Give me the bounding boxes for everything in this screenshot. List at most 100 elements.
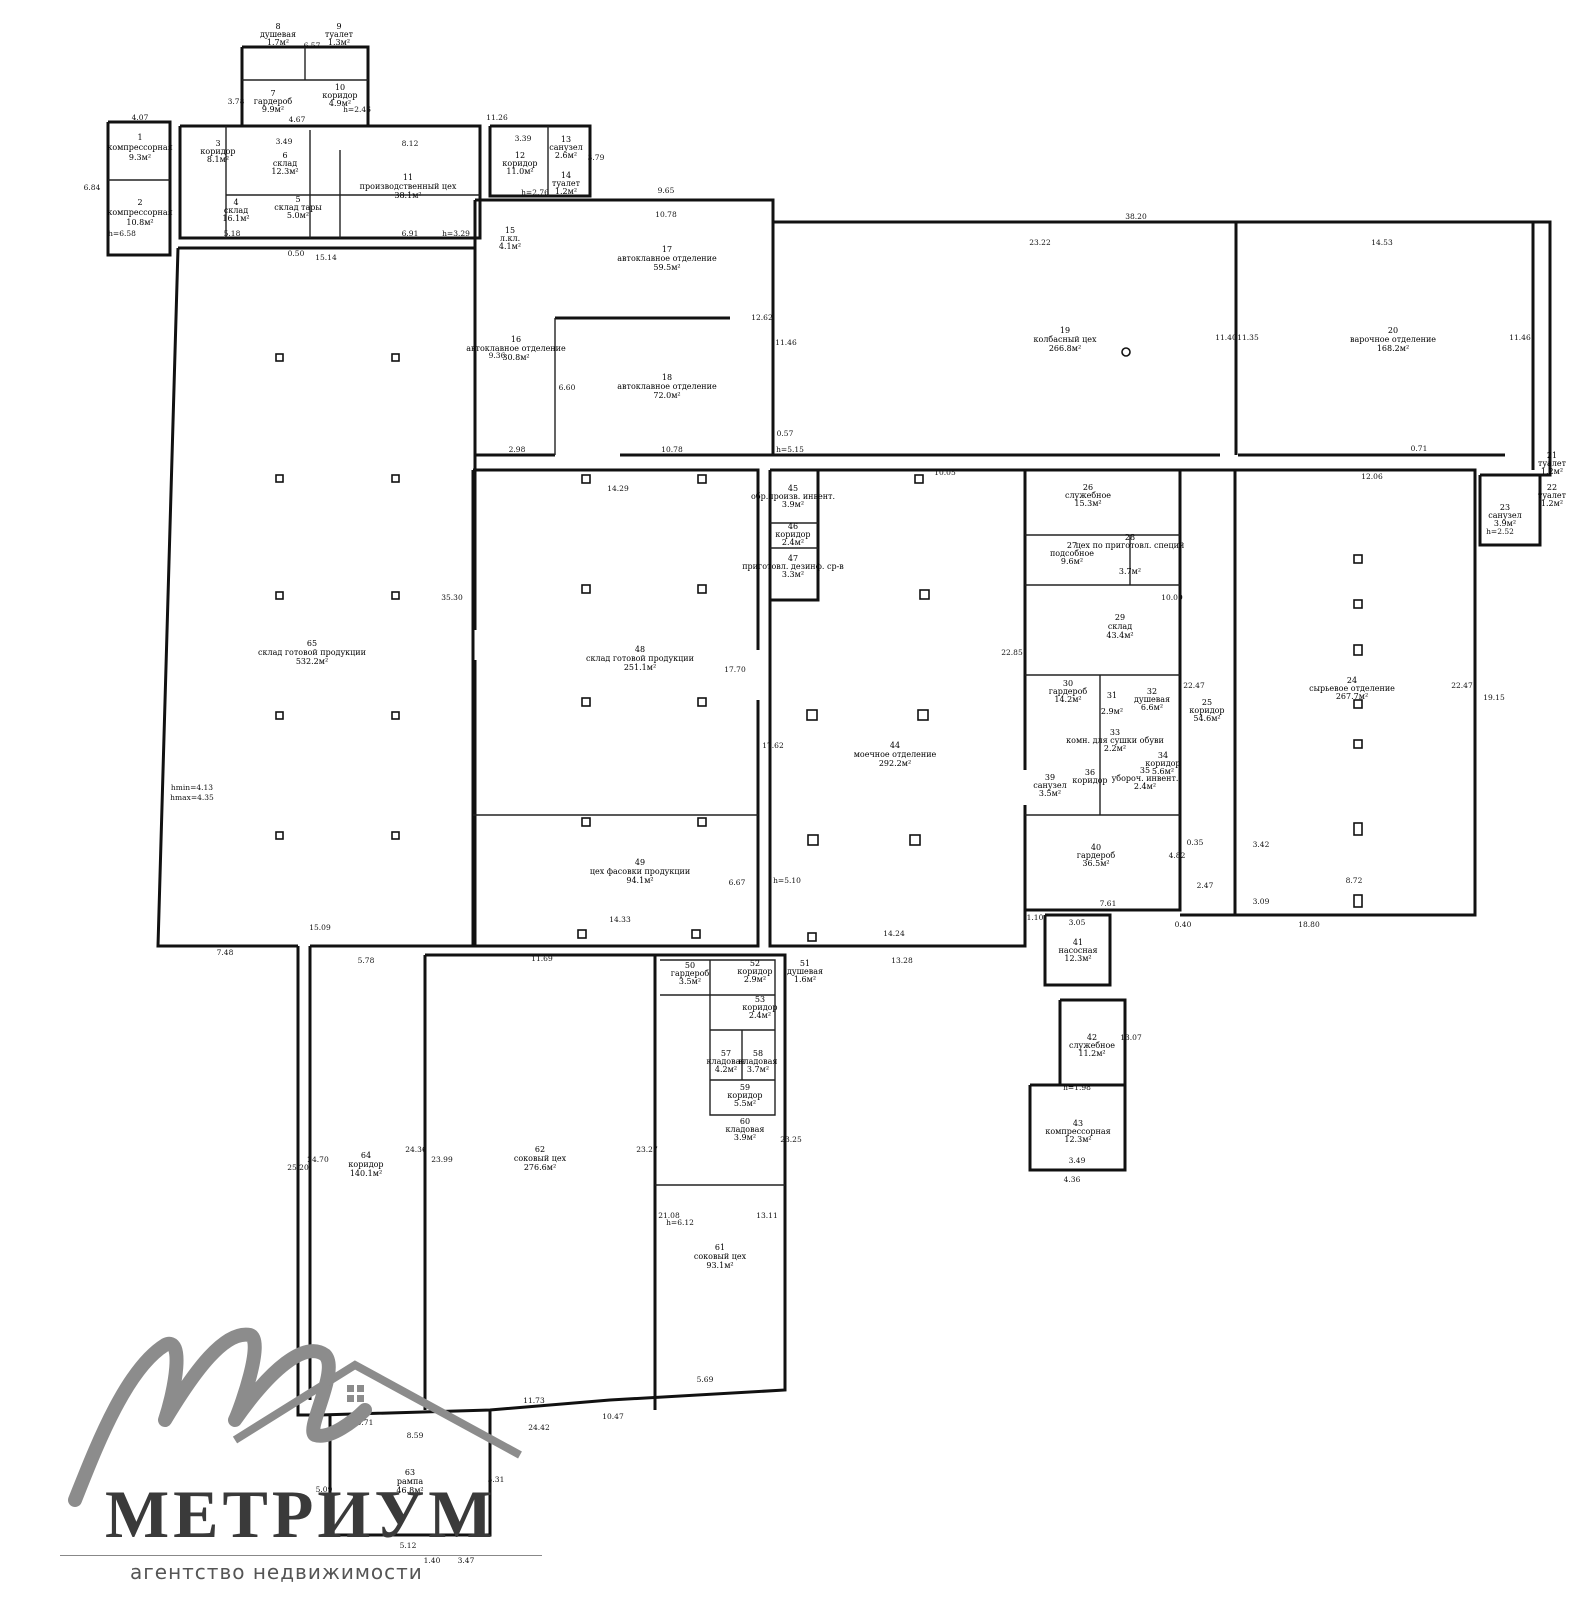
room-label: 94.1м²	[626, 876, 653, 885]
room-label: 49	[635, 858, 645, 867]
room-label: автоклавное отделение	[466, 344, 566, 353]
room-label: склад	[1108, 622, 1132, 631]
room-label: служебное	[1065, 491, 1111, 500]
dimension-label: 5.31	[488, 1475, 505, 1484]
dimension-label: 3.49	[1069, 1156, 1086, 1165]
room-label: 41	[1073, 938, 1083, 947]
room-label: 2.4м²	[782, 538, 804, 547]
room-label: 16	[511, 335, 521, 344]
dimension-label: 8.59	[407, 1431, 424, 1440]
room-label: склад тары	[274, 203, 322, 212]
room-label: 5	[295, 195, 300, 204]
room-label: 63	[405, 1468, 415, 1477]
room-label: 5.6м²	[1152, 767, 1174, 776]
room-label: 32	[1147, 687, 1157, 696]
room-label: гардероб	[671, 969, 710, 978]
room-label: 48	[635, 645, 645, 654]
room-label: 45	[788, 484, 798, 493]
room-label: 8.1м²	[207, 155, 229, 164]
room-label: 30	[1063, 679, 1073, 688]
room-label: санузел	[549, 143, 582, 152]
height-label: h=2.46	[343, 105, 371, 114]
room-label: 532.2м²	[296, 657, 328, 666]
room-label: коридор	[502, 159, 537, 168]
room-label: душевая	[1134, 695, 1170, 704]
dimension-label: 14.29	[607, 484, 629, 493]
dimension-label: 9.36	[489, 351, 506, 360]
room-label: кладовая	[739, 1057, 778, 1066]
dimension-label: 0.50	[288, 249, 305, 258]
dimension-label: 4.07	[132, 113, 149, 122]
dimension-label: 9.65	[658, 186, 675, 195]
room-label: 60	[740, 1117, 750, 1126]
room-label: 2.9м²	[744, 975, 766, 984]
room-label: 9.3м²	[129, 153, 151, 162]
brand-name: МЕТРИУМ	[105, 1476, 497, 1552]
height-label: h=6.12	[666, 1218, 694, 1227]
room-label: 57	[721, 1049, 731, 1058]
dimension-label: 22.47	[1451, 681, 1473, 690]
dimension-label: 22.47	[1183, 681, 1205, 690]
room-label: цех фасовки продукции	[590, 867, 690, 876]
dimension-label: 3.78	[228, 97, 245, 106]
room-label: санузел	[1488, 511, 1521, 520]
dimensions: 4.07 6.57 3.78 3.49 4.67 8.12 11.26 3.39…	[84, 41, 1531, 1565]
room-label: убороч. инвент.	[1112, 774, 1179, 783]
room-label: 140.1м²	[350, 1169, 382, 1178]
room-label: 12.3м²	[271, 167, 298, 176]
room-label: коридор	[322, 91, 357, 100]
room-label: 17	[662, 245, 672, 254]
room-label: 28	[1125, 533, 1135, 542]
dimension-label: 23.27	[636, 1145, 658, 1154]
room-label: 1.3м²	[328, 38, 350, 47]
room-label: 29	[1115, 613, 1125, 622]
room-label: 54.6м²	[1193, 714, 1220, 723]
room-label: 20	[1388, 326, 1398, 335]
room-label: 2.9м²	[1101, 707, 1123, 716]
room-label: 267.7м²	[1336, 692, 1368, 701]
height-label: h=2.52	[1486, 527, 1514, 536]
room-label: 35	[1140, 766, 1150, 775]
room-labels: 1 компрессорная 9.3м² 2 компрессорная 10…	[107, 22, 1566, 1495]
room-label: 4.2м²	[715, 1065, 737, 1074]
dimension-label: 5.71	[357, 1418, 374, 1427]
room-label: коридор	[1145, 759, 1180, 768]
room-label: 14	[561, 171, 571, 180]
dimension-label: 4.82	[1169, 851, 1186, 860]
room-label: 7	[270, 89, 275, 98]
room-label: 61	[715, 1243, 725, 1252]
room-label: моечное отделение	[854, 750, 937, 759]
room-label: 8	[275, 22, 280, 31]
brand-divider	[60, 1555, 542, 1556]
room-label: 1.7м²	[267, 38, 289, 47]
room-label: 15.3м²	[1074, 499, 1101, 508]
room-label: 4	[233, 198, 238, 207]
dimension-label: 0.35	[1187, 838, 1204, 847]
room-label: 26	[1083, 483, 1093, 492]
room-label: 40	[1091, 843, 1101, 852]
dimension-label: 0.71	[1411, 444, 1428, 453]
room-label: душевая	[260, 30, 296, 39]
room-label: 25	[1202, 698, 1212, 707]
dimension-label: 11.35	[1237, 333, 1259, 342]
room-label: 9.6м²	[1061, 557, 1083, 566]
room-label: 3.9м²	[1494, 519, 1516, 528]
room-label: 5.5м²	[734, 1099, 756, 1108]
dimension-label: 15.14	[315, 253, 337, 262]
dimension-label: 10.09	[1161, 593, 1183, 602]
room-label: 11.2м²	[1078, 1049, 1105, 1058]
room-label: 31	[1107, 691, 1117, 700]
dimension-label: 17.62	[762, 741, 784, 750]
dimension-label: 24.70	[307, 1155, 329, 1164]
room-label: 11	[403, 173, 413, 182]
room-label: туалет	[552, 179, 581, 188]
room-label: гардероб	[1077, 851, 1116, 860]
dimension-label: 7.48	[217, 948, 234, 957]
room-label: душевая	[787, 967, 823, 976]
dimension-label: 6.84	[84, 183, 101, 192]
room-label: 3	[215, 139, 220, 148]
room-label: 4.1м²	[499, 242, 521, 251]
height-label: h=6.58	[108, 229, 136, 238]
room-label: туалет	[1538, 459, 1567, 468]
